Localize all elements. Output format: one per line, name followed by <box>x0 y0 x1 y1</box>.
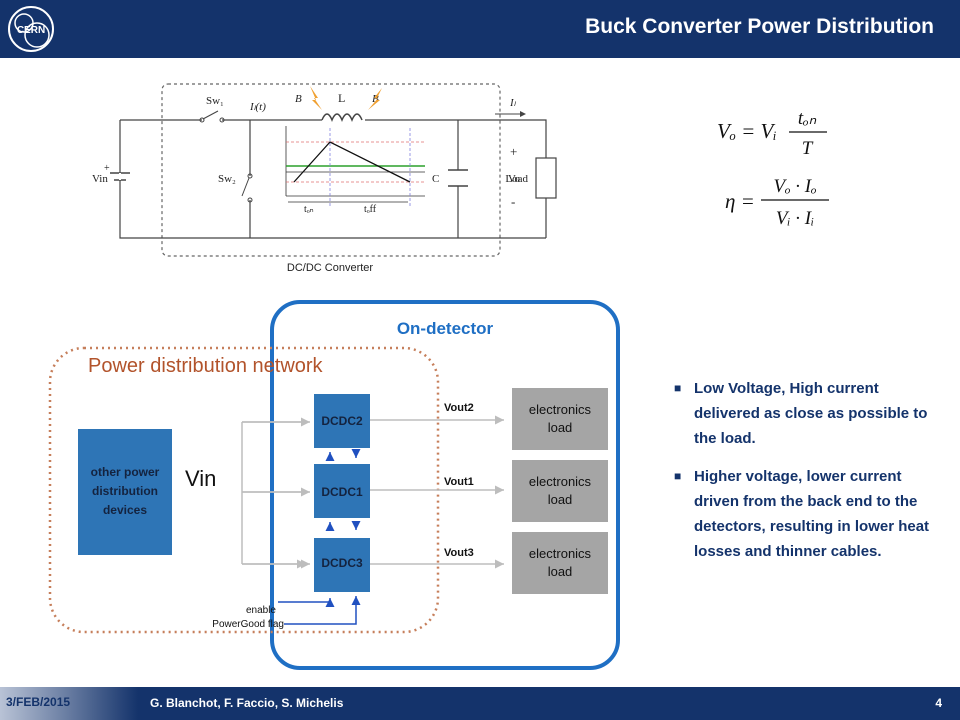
vin-plus: + <box>104 163 110 174</box>
bullet-square-icon: ■ <box>674 469 682 483</box>
sw2-label: Sw₂ <box>218 173 236 185</box>
control-line-powergood <box>284 596 361 625</box>
other-power-line-2: distribution <box>92 484 158 498</box>
lightning-icon-right <box>368 88 382 110</box>
dcdc-caption: DC/DC Converter <box>287 262 374 274</box>
formula-2-num: Vₒ · Iₒ <box>773 176 816 197</box>
dcdc3-box <box>314 538 370 592</box>
inductor-current-waveform <box>285 126 425 206</box>
powergood-label: PowerGood flag <box>212 619 284 630</box>
capacitor <box>448 169 468 187</box>
b-label-right: B <box>372 93 379 105</box>
load-3-line-2: load <box>548 564 573 579</box>
pdn-title: Power distribution network <box>88 355 324 377</box>
switch-1 <box>199 110 225 123</box>
ton-label: tₒₙ <box>304 204 314 215</box>
load-box-3 <box>512 532 608 594</box>
inductor <box>321 113 363 122</box>
inductor-label: L <box>338 91 345 105</box>
formula-1-lhs: Vₒ = Vᵢ <box>717 119 777 143</box>
other-power-line-3: devices <box>103 503 147 517</box>
formula-1-den: T <box>802 138 814 159</box>
on-detector-frame <box>270 300 620 670</box>
load-box-2 <box>512 460 608 522</box>
other-power-box <box>78 429 172 555</box>
load-3-line-1: electronics <box>529 546 592 561</box>
bullet-item-1: ■ Low Voltage, High current delivered as… <box>674 376 944 451</box>
footer-bar: 3/FEB/2015 G. Blanchot, F. Faccio, S. Mi… <box>0 687 960 720</box>
bullet-text-2: Higher voltage, lower current driven fro… <box>694 468 930 560</box>
lightning-icon-left <box>310 86 322 110</box>
bullet-text-1: Low Voltage, High current delivered as c… <box>694 380 928 447</box>
control-line-enable <box>278 598 335 607</box>
il-label: Iₗ <box>509 97 517 109</box>
slide-title: Buck Converter Power Distribution <box>585 15 934 38</box>
on-detector-label: On-detector <box>397 319 494 338</box>
dcdc3-label: DCDC3 <box>321 556 363 570</box>
switch-2 <box>241 173 253 203</box>
capacitor-label: C <box>432 173 439 185</box>
toff-label: tₒff <box>364 204 377 215</box>
load-2-line-2: load <box>548 492 573 507</box>
circuit-wires <box>119 119 547 239</box>
vin-label: Vin <box>92 173 108 185</box>
vout1-label: Vout1 <box>444 476 474 488</box>
dcdc1-label: DCDC1 <box>321 485 363 499</box>
load-2-line-1: electronics <box>529 474 592 489</box>
vo-label: Vo <box>508 173 521 185</box>
formula-block: Vₒ = Vᵢ tₒₙ T η = Vₒ · Iₒ Vᵢ · Iᵢ <box>717 108 829 229</box>
page-number: 4 <box>935 696 942 710</box>
il-t-label: Iₗ(t) <box>249 101 266 113</box>
footer-authors: G. Blanchot, F. Faccio, S. Michelis <box>150 696 344 710</box>
bullet-square-icon: ■ <box>674 381 682 395</box>
load-1-line-2: load <box>548 420 573 435</box>
b-label-left: B <box>295 93 302 105</box>
header-bar: CERN Buck Converter Power Distribution <box>0 0 960 58</box>
bullet-list: ■ Low Voltage, High current delivered as… <box>674 376 944 577</box>
dcdc2-label: DCDC2 <box>321 414 363 428</box>
dcdc1-box <box>314 464 370 518</box>
power-distribution-diagram: On-detector Power distribution network o… <box>48 300 620 670</box>
sw1-label: Sw₁ <box>206 95 224 107</box>
enable-label: enable <box>246 605 276 616</box>
vo-plus: + <box>510 144 517 159</box>
load-1-line-1: electronics <box>529 402 592 417</box>
bullet-item-2: ■ Higher voltage, lower current driven f… <box>674 464 944 564</box>
vout2-label: Vout2 <box>444 402 474 414</box>
vo-minus: - <box>511 194 515 209</box>
footer-date: 3/FEB/2015 <box>6 695 71 709</box>
vin-source <box>110 172 130 181</box>
formula-2-den: Vᵢ · Iᵢ <box>776 208 814 229</box>
other-power-line-1: other power <box>91 465 160 479</box>
load-label: Load <box>505 173 528 185</box>
formula-2-lhs: η = <box>725 189 755 213</box>
cern-logo: CERN <box>8 6 54 52</box>
il-arrow-head <box>520 111 526 117</box>
buck-converter-schematic: Vin + Sw₁ Sw₂ Iₗ(t) L B B Iₗ tₒₙ tₒff <box>92 83 557 274</box>
dcdc-dashed-box <box>161 83 501 257</box>
dcdc2-box <box>314 394 370 448</box>
load-box-1 <box>512 388 608 450</box>
formula-1-num: tₒₙ <box>798 108 817 129</box>
vout3-label: Vout3 <box>444 547 474 559</box>
load-box <box>535 157 557 199</box>
logo-text: CERN <box>17 25 45 36</box>
vin-label: Vin <box>185 466 216 491</box>
footer-date-block: 3/FEB/2015 <box>0 687 138 720</box>
